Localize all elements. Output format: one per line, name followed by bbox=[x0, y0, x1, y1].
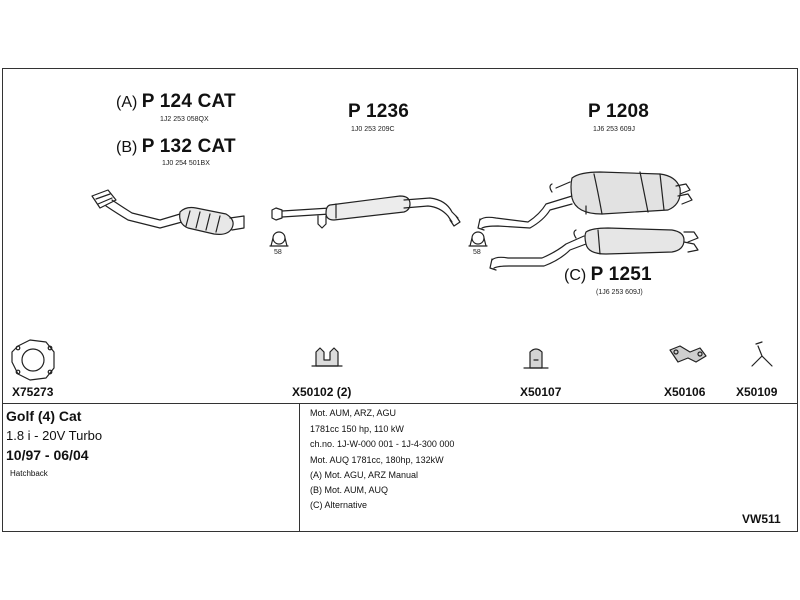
diagram-code: VW511 bbox=[742, 512, 781, 526]
part-p1208-code: P 1208 bbox=[588, 101, 650, 122]
part-c-ref: (1J6 253 609J) bbox=[596, 289, 643, 296]
rubber-hanger-icon[interactable] bbox=[523, 348, 549, 369]
vehicle-years: 10/97 - 06/04 bbox=[6, 447, 89, 463]
part-a-code: P 124 CAT bbox=[141, 91, 236, 112]
column-divider bbox=[299, 403, 300, 532]
part-b-prefix: (B) bbox=[116, 139, 138, 156]
note-line: Mot. AUM, ARZ, AGU bbox=[310, 408, 397, 418]
hanger-icon[interactable] bbox=[751, 341, 773, 367]
part-c-code: P 1251 bbox=[590, 264, 652, 285]
note-line: (A) Mot. AGU, ARZ Manual bbox=[310, 470, 419, 480]
bracket-icon[interactable] bbox=[669, 345, 707, 363]
part-label-a: (A) P 124 CAT bbox=[116, 91, 236, 113]
rear-silencer-p1251[interactable] bbox=[489, 227, 699, 271]
clamp-58-right[interactable] bbox=[468, 231, 488, 247]
part-label-b: (B) P 132 CAT bbox=[116, 136, 236, 158]
part-a-ref: 1J2 253 058QX bbox=[160, 116, 209, 123]
accessory-label-x50109: X50109 bbox=[736, 385, 778, 399]
gasket-icon[interactable] bbox=[11, 339, 55, 381]
part-p1236-code: P 1236 bbox=[348, 101, 410, 122]
clamp-left-label: 58 bbox=[274, 249, 282, 256]
note-line: ch.no. 1J-W-000 001 - 1J-4-300 000 bbox=[310, 439, 455, 449]
diagram-frame bbox=[2, 68, 798, 532]
vehicle-body: Hatchback bbox=[10, 469, 48, 478]
note-line: 1781cc 150 hp, 110 kW bbox=[310, 424, 404, 434]
note-line: Mot. AUQ 1781cc, 180hp, 132kW bbox=[310, 455, 444, 465]
part-p1236-ref: 1J0 253 209C bbox=[351, 126, 395, 133]
part-b-code: P 132 CAT bbox=[141, 136, 236, 157]
part-b-ref: 1J0 254 501BX bbox=[162, 160, 210, 167]
accessory-label-x75273: X75273 bbox=[12, 385, 54, 399]
clamp-58-left[interactable] bbox=[269, 231, 289, 247]
vehicle-model: Golf (4) Cat bbox=[6, 408, 82, 424]
rear-silencer-p1208[interactable] bbox=[477, 171, 693, 231]
part-c-prefix: (C) bbox=[564, 267, 587, 284]
vehicle-engine: 1.8 i - 20V Turbo bbox=[6, 428, 103, 443]
clamp-right-label: 58 bbox=[473, 249, 481, 256]
accessory-label-x50106: X50106 bbox=[664, 385, 706, 399]
part-a-prefix: (A) bbox=[116, 94, 138, 111]
note-line: (B) Mot. AUM, AUQ bbox=[310, 485, 389, 495]
catalytic-converter[interactable] bbox=[91, 189, 245, 235]
middle-silencer[interactable] bbox=[271, 195, 461, 229]
accessory-label-x50107: X50107 bbox=[520, 385, 562, 399]
accessory-label-x50102: X50102 (2) bbox=[292, 385, 352, 399]
section-divider bbox=[2, 403, 798, 404]
part-p1208-ref: 1J6 253 609J bbox=[593, 126, 636, 133]
part-label-c: (C) P 1251 bbox=[564, 264, 652, 286]
note-line: (C) Alternative bbox=[310, 500, 368, 510]
rubber-mount-icon[interactable] bbox=[311, 347, 343, 367]
